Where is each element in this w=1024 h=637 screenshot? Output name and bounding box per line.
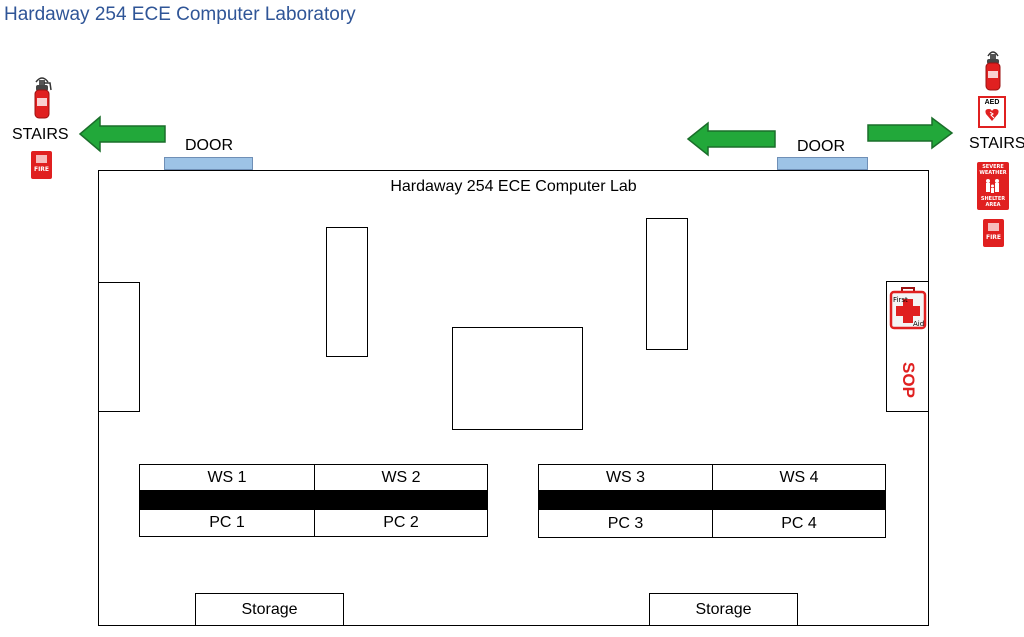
room-label: Hardaway 254 ECE Computer Lab [390, 178, 637, 195]
computer-pc1[interactable]: PC 1 [139, 509, 315, 537]
sop-label: SOP [898, 362, 918, 398]
arrow-right-icon [867, 116, 954, 150]
left-door[interactable] [164, 157, 253, 170]
shelter-sign-icon: SEVERE WEATHER SHELTER AREA [977, 162, 1009, 210]
arrow-left-icon [78, 115, 166, 153]
right-stairs-label: STAIRS [969, 135, 1024, 152]
computer-pc4[interactable]: PC 4 [712, 509, 886, 538]
fire-alarm-icon: FIRE [983, 219, 1004, 247]
storage-left[interactable]: Storage [195, 593, 344, 626]
sop-wrapper: SOP [886, 362, 929, 398]
first-aid-kit-icon: First Aid [889, 287, 927, 330]
right-bench-bar [538, 491, 886, 509]
workstation-ws2[interactable]: WS 2 [314, 464, 488, 491]
left-door-label: DOOR [185, 137, 233, 154]
family-icon [986, 179, 999, 193]
first-aid-line2: Aid [913, 320, 924, 328]
table-right-vertical [646, 218, 688, 350]
left-bench-bar [139, 491, 488, 509]
aed-icon: AED [978, 96, 1006, 128]
workstation-ws4[interactable]: WS 4 [712, 464, 886, 491]
arrow-left-icon [686, 121, 776, 157]
computer-pc3[interactable]: PC 3 [538, 509, 713, 538]
fire-extinguisher-icon [985, 51, 1001, 91]
first-aid-line1: First [893, 296, 908, 304]
fire-extinguisher-icon [34, 77, 52, 119]
computer-pc2[interactable]: PC 2 [314, 509, 488, 537]
left-stairs-label: STAIRS [12, 126, 69, 143]
workstation-ws3[interactable]: WS 3 [538, 464, 713, 491]
right-door[interactable] [777, 157, 868, 170]
workstation-ws1[interactable]: WS 1 [139, 464, 315, 491]
heart-icon [985, 109, 999, 121]
storage-right[interactable]: Storage [649, 593, 798, 626]
fire-alarm-icon: FIRE [31, 151, 52, 179]
right-door-label: DOOR [797, 138, 845, 155]
left-wall-table [98, 282, 140, 412]
table-left-vertical [326, 227, 368, 357]
center-table [452, 327, 583, 430]
sop-cabinet: First Aid [886, 281, 929, 412]
page-title: Hardaway 254 ECE Computer Laboratory [4, 4, 356, 25]
